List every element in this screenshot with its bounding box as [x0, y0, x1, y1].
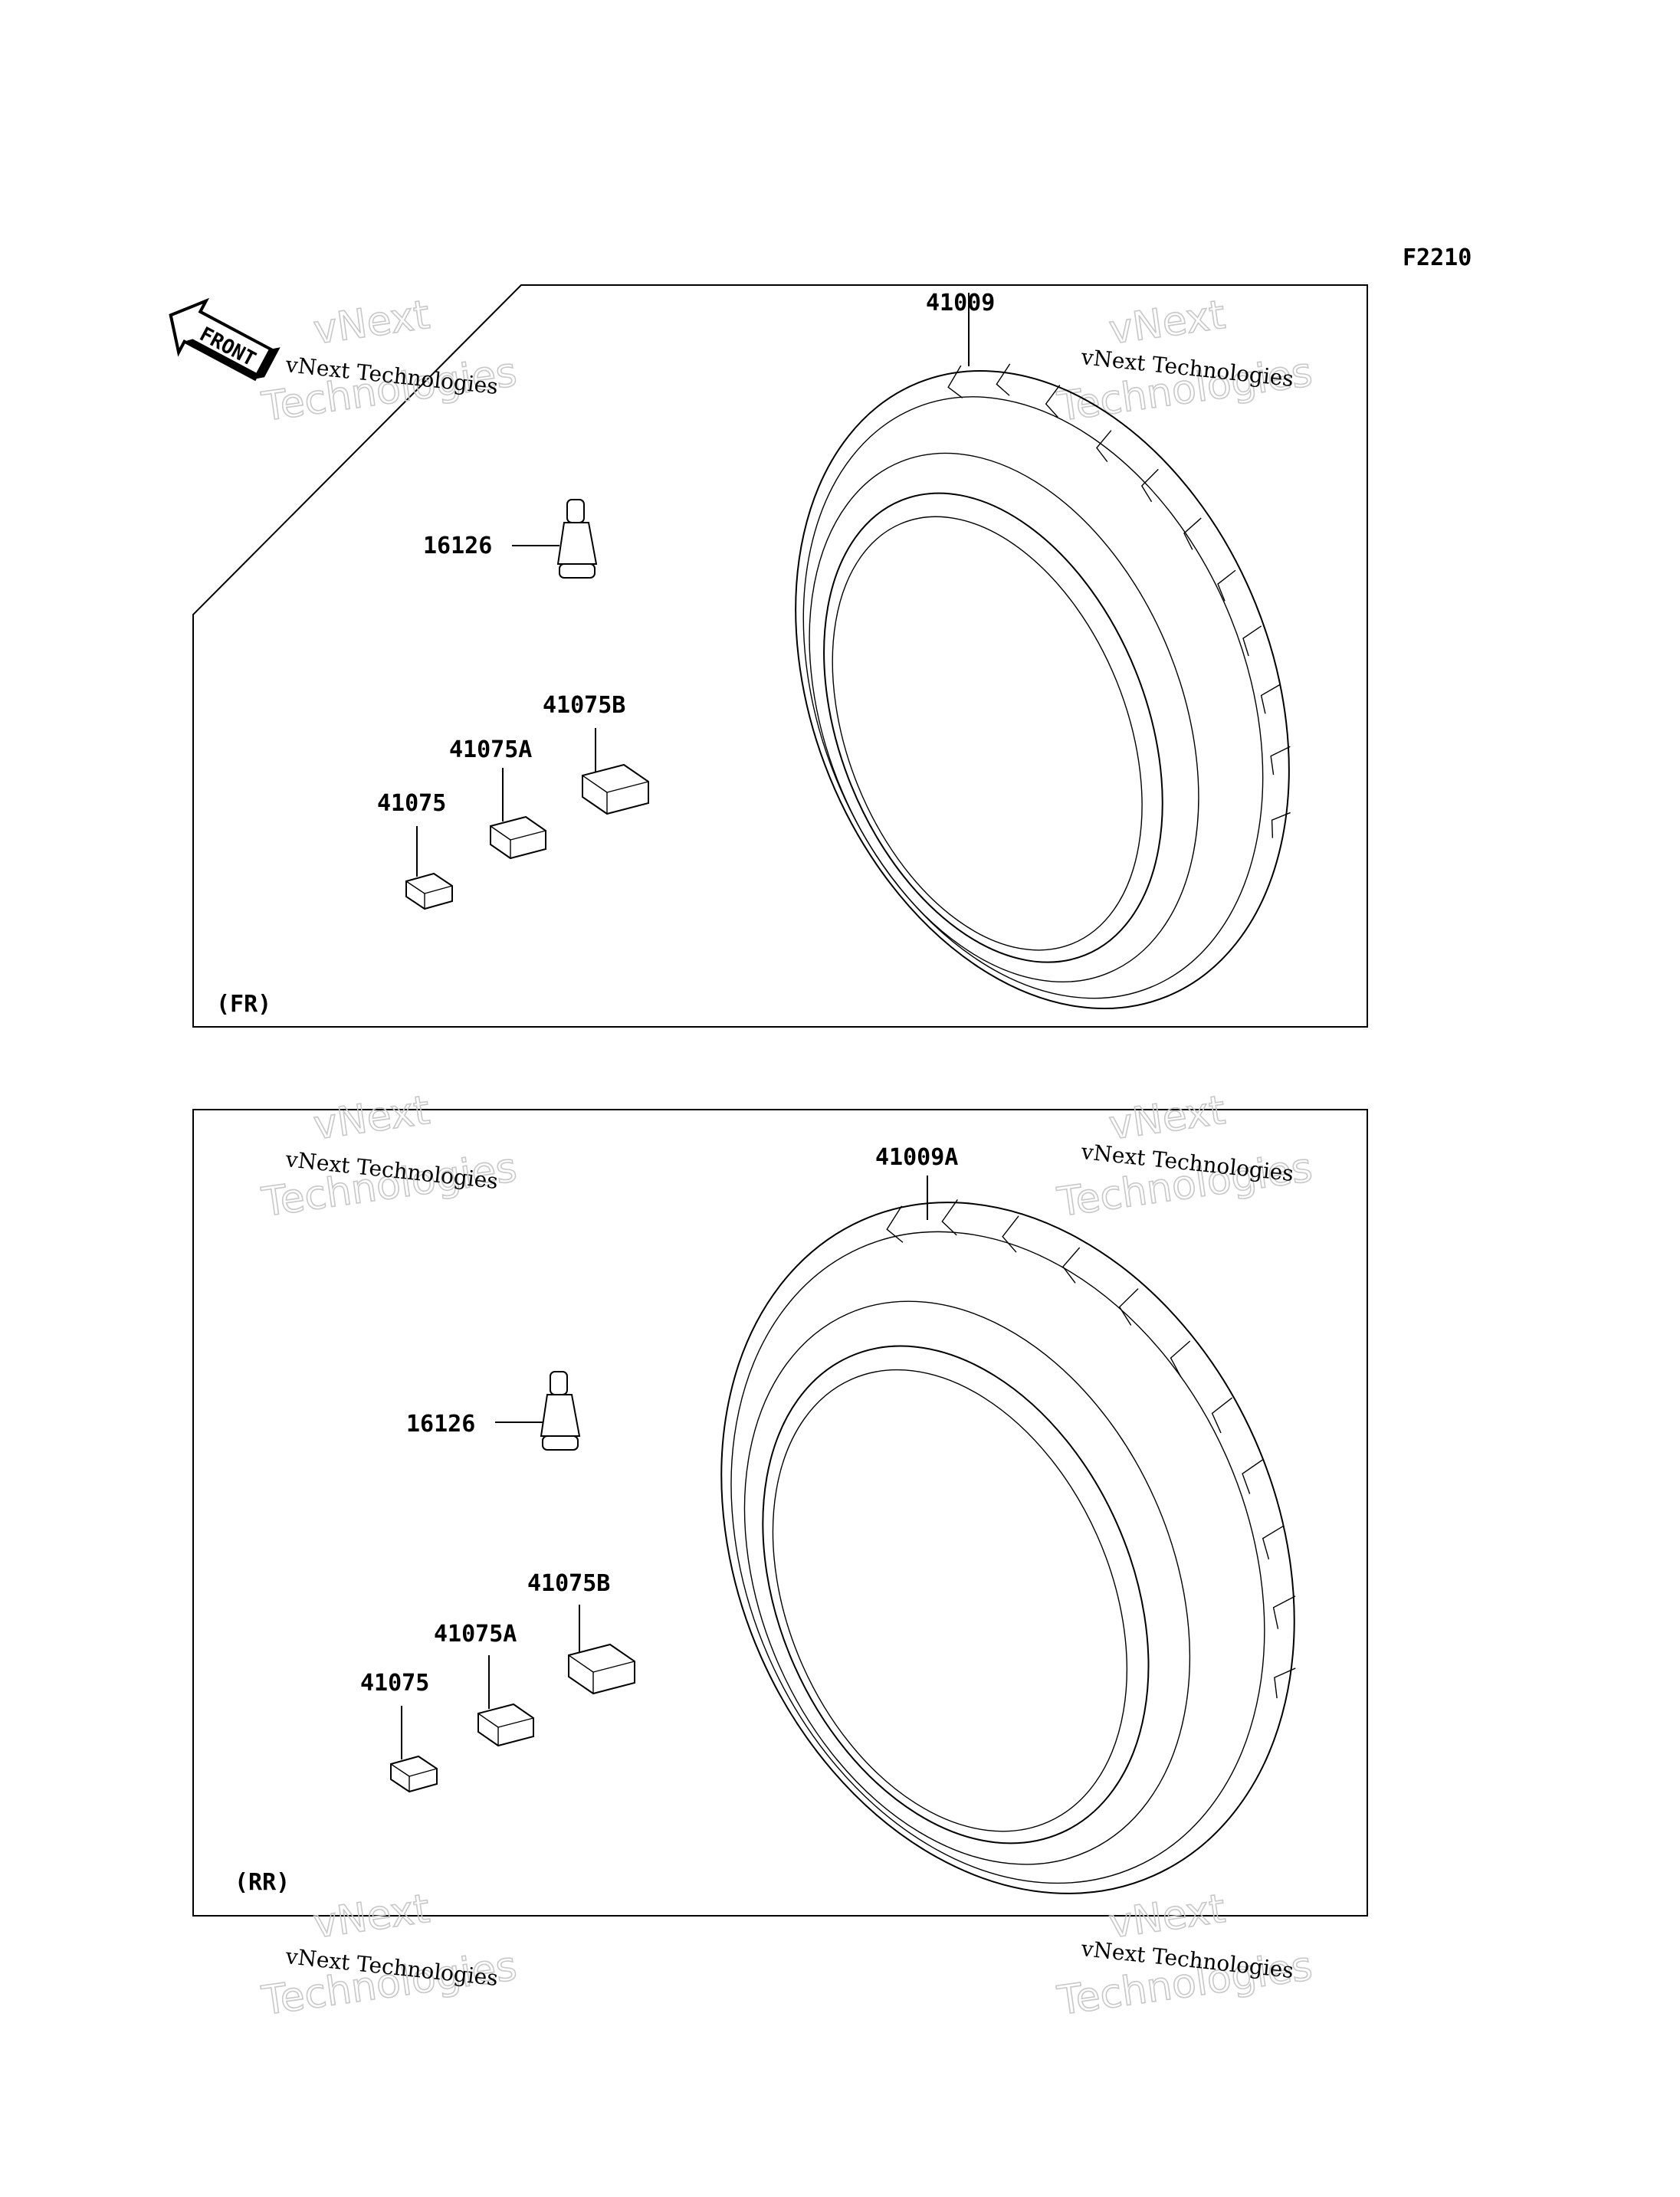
- balance-weight-b-icon: [582, 763, 649, 815]
- balance-weight-a-icon: [490, 815, 546, 860]
- watermark-big-top: vNext: [1106, 1886, 1228, 1948]
- balance-weight-b-icon: [568, 1643, 635, 1695]
- label-41075B: 41075B: [543, 692, 625, 719]
- watermark-big-top: vNext: [310, 1087, 432, 1149]
- label-41009: 41009: [926, 290, 995, 316]
- label-41075B: 41075B: [527, 1570, 610, 1597]
- rear-panel: vNext Technologies vNext Technologies vN…: [192, 1087, 1368, 1917]
- panel-caption-fr: (FR): [216, 991, 271, 1018]
- watermark-big-top: vNext: [1106, 1087, 1228, 1149]
- label-41075A: 41075A: [449, 736, 532, 763]
- balance-weight-a-icon: [477, 1703, 534, 1747]
- front-panel: vNext Technologies vNext Technologies vN…: [192, 284, 1368, 1028]
- balance-weight-icon: [405, 872, 453, 910]
- label-16126: 16126: [423, 533, 492, 559]
- label-41009A: 41009A: [875, 1144, 958, 1171]
- rear-tire: [720, 1199, 1296, 1894]
- diagram-code: F2210: [1403, 244, 1472, 271]
- label-41075: 41075: [360, 1670, 429, 1697]
- valve-icon: [540, 1371, 581, 1451]
- watermark-big-top: vNext: [310, 292, 432, 354]
- panel-caption-rr: (RR): [235, 1869, 290, 1896]
- balance-weight-icon: [390, 1755, 438, 1793]
- valve-icon: [556, 499, 598, 579]
- watermark-big-top: vNext: [310, 1886, 432, 1948]
- front-arrow-icon: FRONT: [169, 297, 281, 382]
- label-16126: 16126: [406, 1411, 475, 1438]
- label-41075A: 41075A: [434, 1621, 517, 1648]
- label-41075: 41075: [377, 790, 446, 817]
- watermark-big-top: vNext: [1106, 292, 1228, 354]
- front-tire: [795, 363, 1291, 1010]
